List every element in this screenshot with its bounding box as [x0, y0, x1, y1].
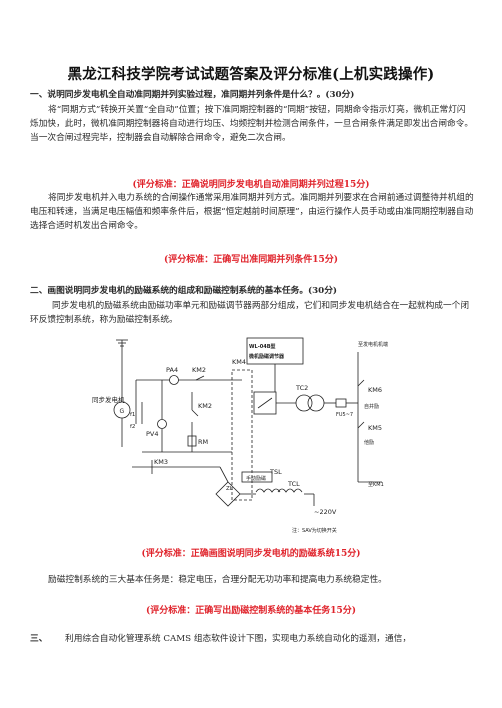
diagram-label-pa4: PA4	[166, 366, 178, 374]
q2-score-2: (评分标准：正确写出励磁控制系统的基本任务15分)	[145, 606, 357, 616]
diagram-label-km3: KM3	[154, 458, 168, 466]
q2-answer-2: 励磁控制系统的三大基本任务是：稳定电压，合理分配无功功率和提高电力系统稳定性。	[48, 575, 387, 585]
diagram-label-tcl: TCL	[287, 480, 300, 488]
diagram-label-manual: 手动励磁	[246, 475, 266, 482]
diagram-label-regulator-2: 微机励磁调节器	[248, 353, 285, 360]
diagram-label-note: 注：SAV为切换开关	[292, 527, 337, 534]
diagram-label-km2-top: KM2	[192, 366, 206, 374]
q1-score-1: (评分标准：正确说明同步发电机自动准同期并列过程15分)	[132, 180, 370, 190]
diagram-label-rm: RM	[198, 438, 208, 446]
diagram-label-220v: ~220V	[314, 508, 337, 516]
diagram-label-rev: 自并励	[364, 403, 379, 410]
diagram-label-gen-symbol: G	[120, 408, 125, 415]
diagram-label-f2: f2	[130, 424, 135, 430]
q2-answer-1: 同步发电机的励磁系统由励磁功率单元和励磁调节器两部分组成，它们和同步发电机结合在…	[30, 301, 469, 326]
diagram-label-fu: FU5~7	[336, 412, 353, 418]
diagram-label-tc2: TC2	[295, 384, 308, 392]
excitation-system-diagram: 同步发电机 G PA4 KM2 KM4 TC2 KM6 KM5 PV4 KM2 …	[92, 337, 388, 534]
diagram-label-km2-mid: KM2	[198, 402, 212, 410]
diagram-label-sys-bus: 至发电机机端	[358, 341, 388, 348]
question-3-num: 三、	[30, 634, 48, 644]
diagram-label-generator: 同步发电机	[92, 395, 125, 404]
q1-answer-1: 将“同期方式”转换开关置“全自动”位置；按下准同期控制器的“同期”按钮，同期命令…	[30, 105, 474, 144]
question-3: 利用综合自动化管理系统 CAMS 组态软件设计下图，实现电力系统自动化的遥测，通…	[65, 634, 412, 644]
diagram-label-tsl: TSL	[269, 468, 282, 476]
page-title: 黑龙江科技学院考试试题答案及评分标准(上机实践操作)	[67, 66, 435, 83]
q2-score-1: (评分标准：正确画图说明同步发电机的励磁系统15分)	[141, 549, 361, 559]
diagram-label-km4: KM4	[232, 358, 246, 366]
diagram-label-zl: ZL	[226, 486, 234, 492]
diagram-label-km5: KM5	[368, 424, 382, 432]
diagram-label-fwd: 他励	[364, 439, 374, 446]
diagram-label-km6: KM6	[368, 386, 382, 394]
q1-answer-2: 将同步发电机并入电力系统的合闸操作通常采用准同期并列方式。准同期并列要求在合闸前…	[30, 193, 474, 232]
diagram-label-exc-out: 至KM1	[368, 482, 384, 488]
diagram-label-regulator-1: WL-04B型	[249, 343, 276, 350]
question-1: 一、说明同步发电机全自动准同期并列实验过程，准同期并列条件是什么？。(30分)	[30, 90, 355, 100]
q1-score-2: (评分标准：正确写出准同期并列条件15分)	[163, 255, 339, 265]
diagram-label-f1: f1	[130, 412, 135, 418]
question-2: 二、画图说明同步发电机的励磁系统的组成和励磁控制系统的基本任务。(30分)	[30, 286, 337, 296]
diagram-label-pv4: PV4	[146, 430, 159, 438]
